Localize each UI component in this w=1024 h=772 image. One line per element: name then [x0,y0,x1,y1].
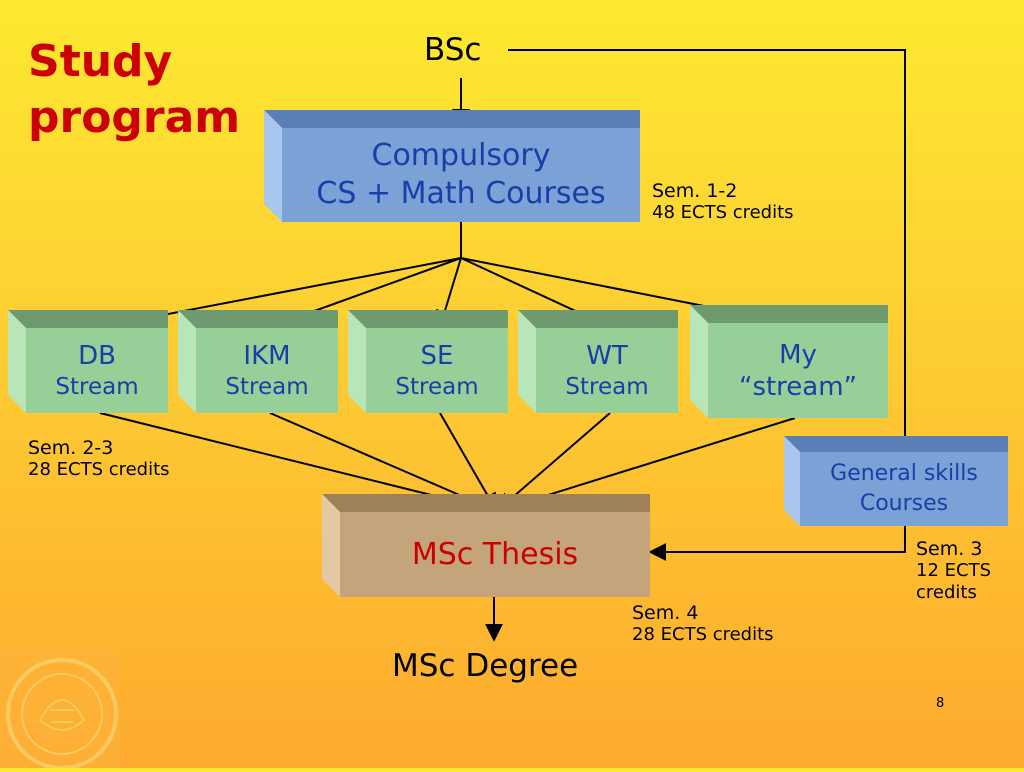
general-skills-box: General skills Courses [784,436,1008,526]
stream-box-se: SE Stream [348,310,508,413]
msc-thesis-box: MSc Thesis [322,494,650,597]
stream-word: “stream” [738,371,858,402]
stream-box-ikm: IKM Stream [178,310,338,413]
stream-box-db: DB Stream [8,310,168,413]
compulsory-line2: CS + Math Courses [316,176,606,211]
general-skills-line2: Courses [859,491,949,516]
thesis-note: Sem. 4 28 ECTS credits [632,602,774,646]
page-number: 8 [936,696,945,711]
general-credits-1: 12 ECTS [916,560,991,581]
stream-word: Stream [55,373,139,400]
stream-name: IKM [243,340,291,371]
compulsory-semester: Sem. 1-2 [652,180,738,202]
streams-credits: 28 ECTS credits [28,459,170,480]
general-skills-line1: General skills [830,461,978,486]
stream-box-wt: WT Stream [518,310,678,413]
stream-word: Stream [565,373,649,400]
stream-box-my: My “stream” [690,305,888,418]
streams-note: Sem. 2-3 28 ECTS credits [28,437,170,481]
thesis-credits: 28 ECTS credits [632,624,774,645]
compulsory-credits: 48 ECTS credits [652,202,794,223]
compulsory-courses-box: Compulsory CS + Math Courses [264,110,640,222]
general-credits-2: credits [916,582,977,603]
thesis-semester: Sem. 4 [632,602,699,624]
stream-name: DB [78,340,116,371]
stream-name: My [779,339,817,370]
stream-name: WT [586,340,628,371]
stream-name: SE [420,340,454,371]
stream-word: Stream [395,373,479,400]
slide-title: Study program [28,36,241,143]
bsc-label: BSc [424,32,482,68]
university-seal-logo [0,650,120,770]
compulsory-line1: Compulsory [371,138,551,173]
compulsory-note: Sem. 1-2 48 ECTS credits [652,180,794,224]
msc-degree-label: MSc Degree [392,648,579,684]
general-note: Sem. 3 12 ECTS credits [916,538,991,604]
stream-word: Stream [225,373,309,400]
msc-thesis-label: MSc Thesis [411,537,579,572]
streams-semester: Sem. 2-3 [28,437,114,459]
general-semester: Sem. 3 [916,538,983,560]
